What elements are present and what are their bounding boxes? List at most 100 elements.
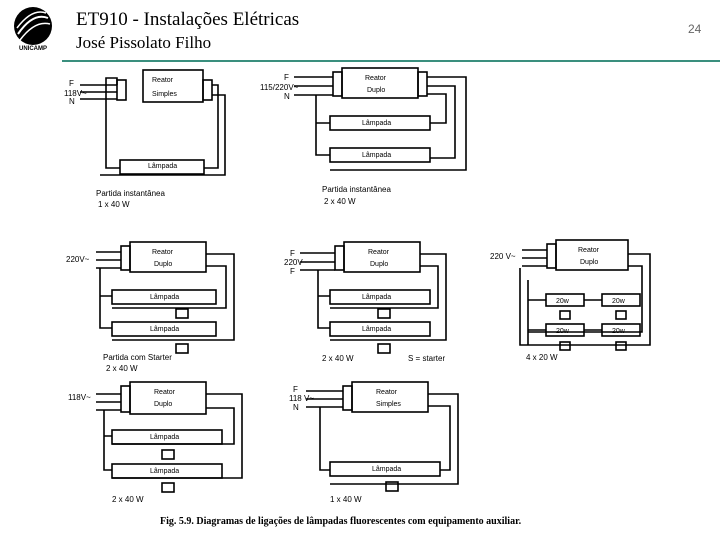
d6-lamp-1 xyxy=(111,429,223,445)
diagram-2: F 115/220V~ N Reator Duplo Lâmpada Lâmpa… xyxy=(260,67,467,206)
d5-supply-v: 220 V~ xyxy=(490,252,516,261)
d6-terminal-left xyxy=(120,385,131,413)
d7-supply-n: N xyxy=(293,403,299,412)
d6-caption-1: 2 x 40 W xyxy=(112,495,144,504)
d5-reactor-label: Reator xyxy=(578,247,600,254)
d3-lamp-2-label: Lâmpada xyxy=(150,326,179,333)
d7-lamp xyxy=(329,461,441,477)
d7-reactor-type: Simples xyxy=(376,401,401,408)
d4-caption-2: S = starter xyxy=(408,354,445,363)
d6-reactor-type: Duplo xyxy=(154,401,172,408)
d5-reactor-type: Duplo xyxy=(580,259,598,266)
d4-caption-1: 2 x 40 W xyxy=(322,354,354,363)
d2-terminal-right xyxy=(417,71,428,97)
d4-lamp-1-label: Lâmpada xyxy=(362,294,391,301)
d6-lamp-2-label: Lâmpada xyxy=(150,468,179,475)
diagram-4: F 220V~ F Reator Duplo Lâmpada Lâmpada 2… xyxy=(284,241,447,363)
d1-terminal-right xyxy=(202,79,213,101)
d1-caption-1: Partida instantânea xyxy=(96,189,165,198)
d3-lamp-1 xyxy=(111,289,217,305)
d6-supply-v: 118V~ xyxy=(68,393,91,402)
slide-subtitle: José Pissolato Filho xyxy=(76,33,212,52)
d5-lamp-1-label: 20w xyxy=(556,298,570,305)
d6-reactor-label: Reator xyxy=(154,389,176,396)
diagram-5: 220 V~ Reator Duplo 20w 20w 20w 20w 4 x … xyxy=(490,239,651,362)
d2-reactor-label: Reator xyxy=(365,75,387,82)
d2-caption-2: 2 x 40 W xyxy=(324,197,356,206)
d3-reactor-label: Reator xyxy=(152,249,174,256)
d5-terminal-left xyxy=(546,243,557,269)
d6-reactor-box xyxy=(129,381,207,415)
page-number: 24 xyxy=(688,22,702,36)
d5-lamp-4-label: 20w xyxy=(612,328,626,335)
d3-terminal-left xyxy=(120,245,131,271)
d4-supply-f1: F xyxy=(290,249,295,258)
d5-starter-4 xyxy=(615,341,627,351)
d3-lamp-2 xyxy=(111,321,217,337)
d5-lamp-3-label: 20w xyxy=(556,328,570,335)
logo-text: UNICAMP xyxy=(19,46,47,52)
d7-starter xyxy=(385,481,399,492)
d7-terminal-left xyxy=(342,385,353,411)
d2-lamp-1 xyxy=(329,115,431,131)
d1-reactor-label: Reator xyxy=(152,77,174,84)
diagram-1: F 118V~ N Reator Simples Lâmpada Partida… xyxy=(64,69,226,209)
d3-supply-v: 220V~ xyxy=(66,255,90,264)
d3-starter-2 xyxy=(175,343,189,354)
d1-supply-n: N xyxy=(69,97,75,106)
d4-terminal-left xyxy=(334,245,345,271)
d4-supply-v: 220V~ xyxy=(284,258,308,267)
d4-lamp-2-label: Lâmpada xyxy=(362,326,391,333)
d1-lamp-label: Lâmpada xyxy=(148,163,177,170)
d3-starter-1 xyxy=(175,308,189,319)
d1-caption-2: 1 x 40 W xyxy=(98,200,130,209)
d7-reactor-label: Reator xyxy=(376,389,398,396)
diagram-7: F 118 V~ N Reator Simples Lâmpada 1 x 40… xyxy=(289,381,459,504)
d1-lamp xyxy=(119,159,205,175)
d1-reactor-type: Simples xyxy=(152,91,177,98)
d6-starter-2 xyxy=(161,482,175,493)
d3-lamp-1-label: Lâmpada xyxy=(150,294,179,301)
d6-lamp-2 xyxy=(111,463,223,479)
d2-terminal-left xyxy=(332,71,343,97)
d1-terminal-left xyxy=(116,79,127,101)
d5-starter-2 xyxy=(615,310,627,320)
d2-caption-1: Partida instantânea xyxy=(322,185,391,194)
slide-title: ET910 - Instalações Elétricas xyxy=(76,9,300,30)
d2-lamp-1-label: Lâmpada xyxy=(362,120,391,127)
d5-starter-3 xyxy=(559,341,571,351)
d3-reactor-type: Duplo xyxy=(154,261,172,268)
unicamp-logo xyxy=(8,4,58,60)
d4-lamp-1 xyxy=(329,289,431,305)
figure-caption: Fig. 5.9. Diagramas de ligações de lâmpa… xyxy=(160,516,522,527)
d2-supply-n: N xyxy=(284,92,290,101)
d6-lamp-1-label: Lâmpada xyxy=(150,434,179,441)
d2-reactor-type: Duplo xyxy=(367,87,385,94)
d4-supply-f2: F xyxy=(290,267,295,276)
d1-supply-f: F xyxy=(69,79,74,88)
d7-caption-1: 1 x 40 W xyxy=(330,495,362,504)
d5-caption-1: 4 x 20 W xyxy=(526,353,558,362)
d2-lamp-2-label: Lâmpada xyxy=(362,152,391,159)
d5-starter-1 xyxy=(559,310,571,320)
d4-reactor-type: Duplo xyxy=(370,261,388,268)
d3-caption-2: 2 x 40 W xyxy=(106,364,138,373)
d7-supply-f: F xyxy=(293,385,298,394)
d4-starter-2 xyxy=(377,343,391,354)
d6-starter-1 xyxy=(161,449,175,460)
header-divider xyxy=(62,60,720,62)
d7-supply-v: 118 V~ xyxy=(289,394,314,403)
d4-lamp-2 xyxy=(329,321,431,337)
diagram-6: 118V~ Reator Duplo Lâmpada Lâmpada 2 x 4… xyxy=(68,381,243,504)
d1-supply-v: 118V~ xyxy=(64,89,87,98)
d5-lamp-2-label: 20w xyxy=(612,298,626,305)
d2-supply-f: F xyxy=(284,73,289,82)
d3-caption-1: Partida com Starter xyxy=(103,353,172,362)
d4-reactor-label: Reator xyxy=(368,249,390,256)
d4-starter-1 xyxy=(377,308,391,319)
diagram-3: 220V~ Reator Duplo Lâmpada Lâmpada Parti… xyxy=(66,241,235,373)
d2-supply-v: 115/220V~ xyxy=(260,83,299,92)
d7-lamp-label: Lâmpada xyxy=(372,466,401,473)
d2-lamp-2 xyxy=(329,147,431,163)
